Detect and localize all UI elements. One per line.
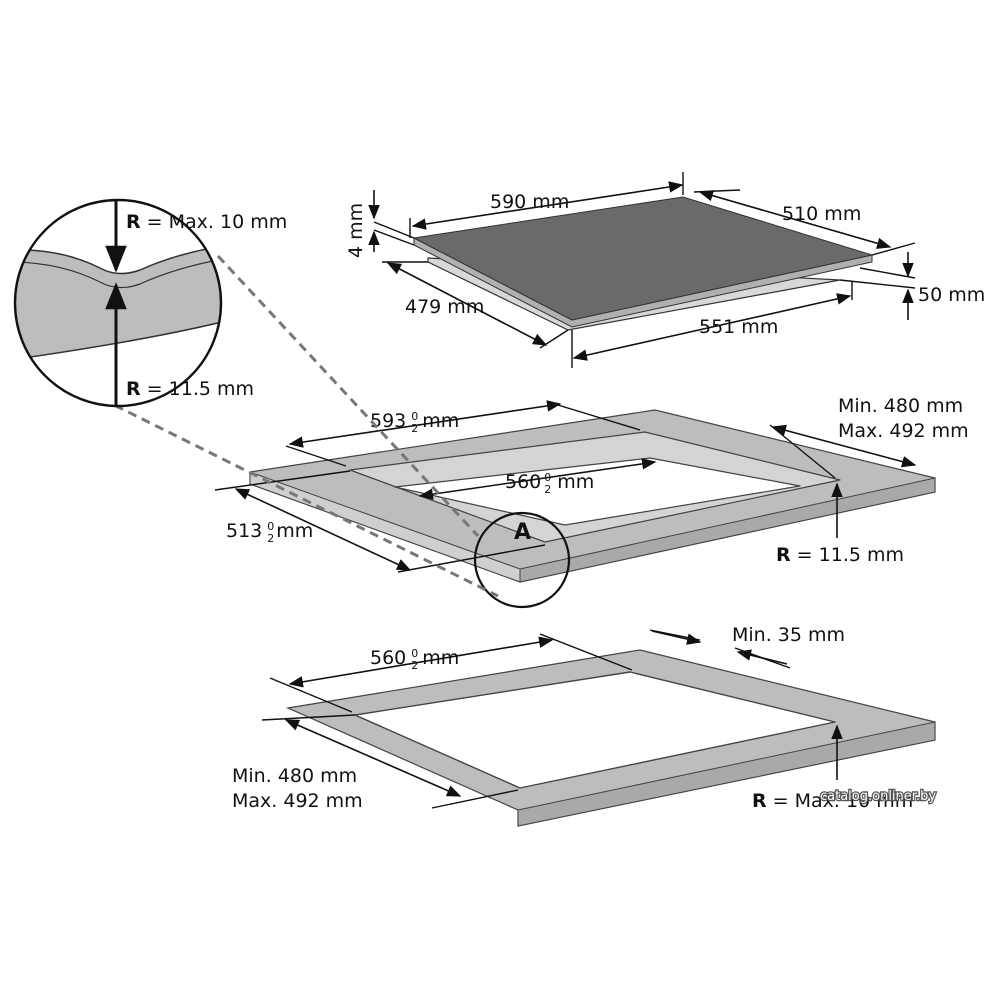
hob-glass-thickness-label: 4 mm xyxy=(345,203,367,258)
standard-cutout-worktop xyxy=(285,649,936,827)
hob-width-label: 590 mm xyxy=(490,191,569,213)
standard-corner-radius-label: R = Max. 10 mm xyxy=(752,790,913,812)
hob-body-width-label: 551 mm xyxy=(699,316,778,338)
standard-depth-min-label: Min. 480 mm xyxy=(232,765,357,787)
detail-marker-letter: A xyxy=(514,520,531,545)
watermark: catalog.onliner.by xyxy=(820,789,936,804)
detail-outer-radius-label: R = 11.5 mm xyxy=(126,378,254,400)
standard-depth-max-label: Max. 492 mm xyxy=(232,790,363,812)
detail-inner-radius-label: R = Max. 10 mm xyxy=(126,211,287,233)
standard-min-edge-label: Min. 35 mm xyxy=(732,624,845,646)
flush-depth-max-label: Max. 492 mm xyxy=(838,420,969,442)
flush-cutout-dimensions xyxy=(214,400,917,573)
standard-cutout-dimensions xyxy=(261,629,843,809)
flush-corner-radius-label: R = 11.5 mm xyxy=(776,544,904,566)
detail-marker-a: A xyxy=(473,511,571,609)
hob-dimensions xyxy=(368,172,916,368)
detail-magnifier xyxy=(13,198,499,598)
flush-depth-min-label: Min. 480 mm xyxy=(838,395,963,417)
hob-body-depth-label: 479 mm xyxy=(405,296,484,318)
hob-depth-label: 510 mm xyxy=(782,203,861,225)
hob-height-label: 50 mm xyxy=(918,284,985,306)
